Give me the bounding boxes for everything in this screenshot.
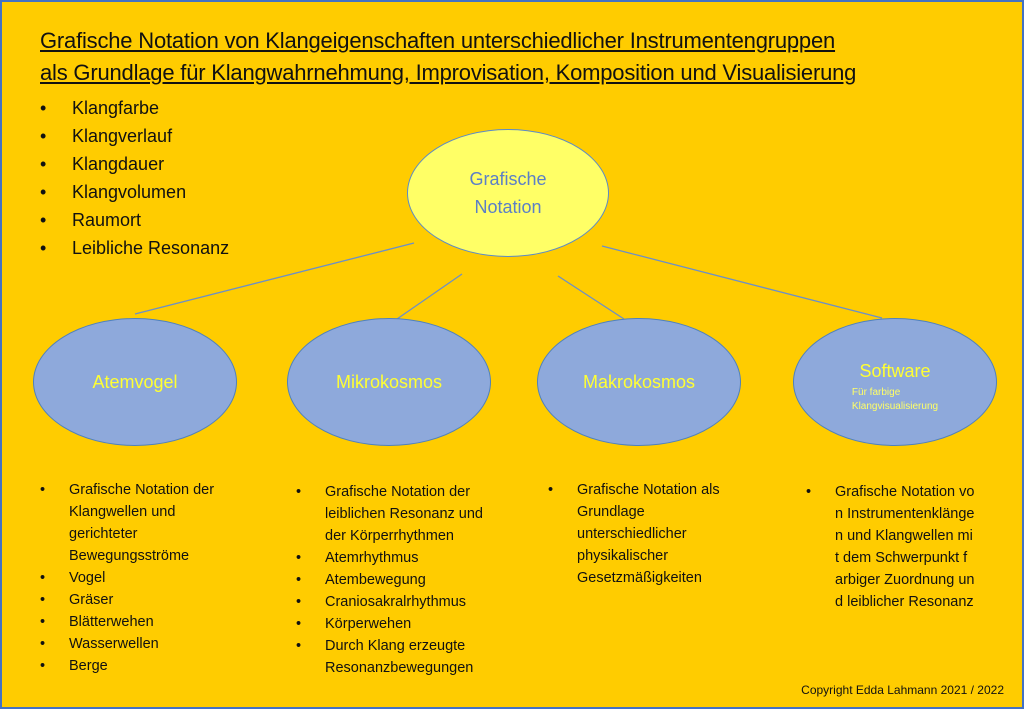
list-item: Raumort [40, 206, 229, 234]
list-item: Vogel [40, 567, 240, 589]
center-node: Grafische Notation [407, 129, 609, 257]
connector-software [601, 245, 883, 319]
connector-mikrokosmos [396, 273, 463, 320]
connector-makrokosmos [557, 275, 625, 320]
list-item: Klangfarbe [40, 94, 229, 122]
sublabel-line-2: Klangvisualisierung [851, 400, 939, 412]
node-label: Software [859, 360, 931, 381]
makrokosmos-list: Grafische Notation als Grundlage untersc… [548, 479, 728, 589]
connector-atemvogel [134, 242, 415, 315]
node-label: Makrokosmos [582, 371, 696, 392]
node-atemvogel: Atemvogel [33, 318, 237, 446]
atemvogel-list: Grafische Notation der Klangwellen und g… [40, 479, 240, 677]
title-line-1: Grafische Notation von Klangeigenschafte… [40, 28, 836, 53]
list-item: Wasserwellen [40, 633, 240, 655]
list-item: Atembewegung [296, 569, 506, 591]
list-item: Klangverlauf [40, 122, 229, 150]
list-item: Atemrhythmus [296, 547, 506, 569]
copyright: Copyright Edda Lahmann 2021 / 2022 [801, 683, 1004, 697]
list-item: Grafische Notation von Instrumentenkläng… [806, 481, 975, 613]
list-item: Klangdauer [40, 150, 229, 178]
node-makrokosmos: Makrokosmos [537, 318, 741, 446]
title-line-2: als Grundlage für Klangwahrnehmung, Impr… [40, 60, 857, 85]
node-label: Mikrokosmos [335, 371, 442, 392]
list-item: Körperwehen [296, 613, 506, 635]
list-item: Blätterwehen [40, 611, 240, 633]
center-node-line1: Grafische [469, 169, 547, 189]
node-sublabel: Für farbige Klangvisualisierung [852, 386, 938, 414]
mikrokosmos-list: Grafische Notation der leiblichen Resona… [296, 481, 506, 679]
node-label: Atemvogel [92, 371, 178, 392]
software-list: Grafische Notation von Instrumentenkläng… [806, 481, 986, 613]
sublabel-line-1: Für farbige [851, 386, 901, 398]
list-item: Gräser [40, 589, 240, 611]
center-node-line2: Notation [474, 197, 542, 217]
node-mikrokosmos: Mikrokosmos [287, 318, 491, 446]
list-item: Berge [40, 655, 240, 677]
list-item: Craniosakralrhythmus [296, 591, 506, 613]
list-item: Grafische Notation als Grundlage untersc… [548, 479, 727, 589]
sound-properties-list: Klangfarbe Klangverlauf Klangdauer Klang… [40, 94, 229, 262]
list-item: Grafische Notation der leiblichen Resona… [296, 481, 500, 547]
list-item: Klangvolumen [40, 178, 229, 206]
list-item: Durch Klang erzeugte Resonanzbewegungen [296, 635, 500, 679]
list-item: Grafische Notation der Klangwellen und g… [40, 479, 229, 567]
node-software: Software Für farbige Klangvisualisierung [793, 318, 997, 446]
list-item: Leibliche Resonanz [40, 234, 229, 262]
